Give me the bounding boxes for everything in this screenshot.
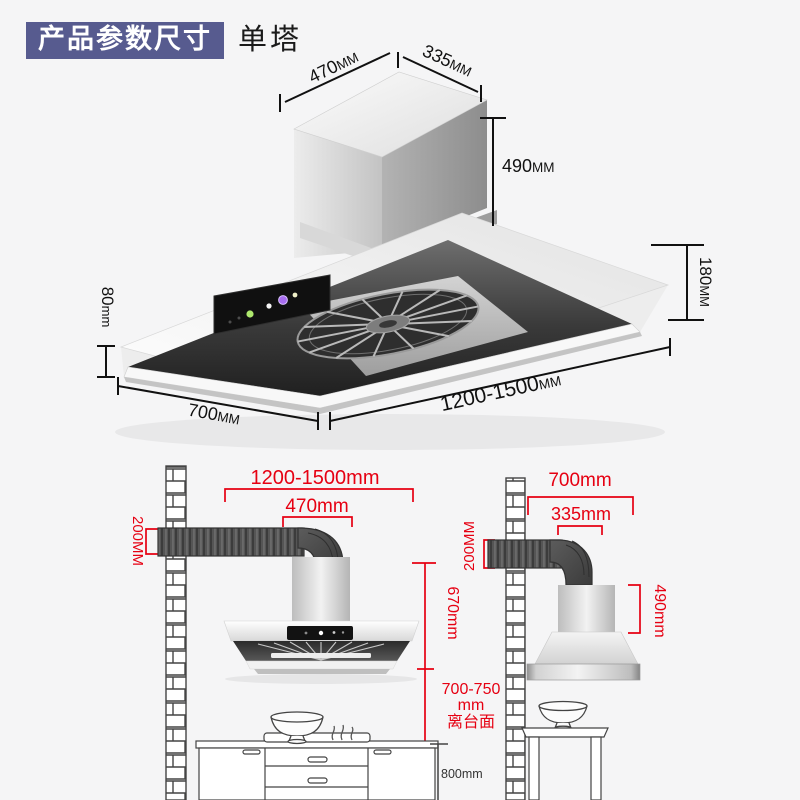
front-red-dimensions <box>145 488 436 741</box>
side-duct-label: 200MM <box>461 521 478 571</box>
dim-body-height-label: 180MM <box>696 257 715 307</box>
exhaust-duct <box>157 527 305 557</box>
brick-column-side <box>505 477 526 800</box>
front-duct-label: 200MM <box>129 516 146 566</box>
install-side-view: 700mm 335mm 200MM 490mm <box>461 470 668 800</box>
door-handle-right <box>373 749 392 755</box>
hood-chimney-front <box>292 557 350 621</box>
counter-height-label: 800mm <box>441 767 483 781</box>
panel-light-green <box>246 310 254 318</box>
kitchen-counter <box>195 740 439 800</box>
dimension-lines-black <box>97 52 704 430</box>
front-clearance-unit: mm <box>458 697 485 714</box>
wok-side <box>538 700 588 731</box>
hood-side-view <box>526 585 641 681</box>
wok-front <box>270 711 324 745</box>
dim-chimney-height-label: 490MM <box>502 156 555 176</box>
panel-light-amber <box>292 292 298 298</box>
side-hood-depth-label: 335mm <box>551 504 611 524</box>
title-block: 产品参数尺寸 单塔 <box>26 22 302 59</box>
front-clearance-note: 离台面 <box>447 713 495 731</box>
panel-light-purple <box>278 295 288 305</box>
burner-flame <box>331 724 354 741</box>
panel-light-white <box>266 303 272 309</box>
door-handle-left <box>242 749 261 755</box>
hood-front-view <box>223 620 420 684</box>
dim-top-width-label: 470MM <box>305 46 361 87</box>
model-name: 单塔 <box>238 24 303 56</box>
drawer-handle-1 <box>307 756 328 763</box>
front-clearance-value: 700-750 <box>442 681 501 698</box>
side-table <box>521 727 609 800</box>
front-hood-width-label: 470mm <box>285 496 348 517</box>
fan-turbine <box>296 288 480 360</box>
product-render: 470MM 335MM 490MM 180MM 80mm 700MM 1200-… <box>97 41 715 450</box>
chimney-top-face <box>293 71 488 158</box>
side-chimney-height-label: 490mm <box>651 584 668 637</box>
hood-bottom-lip <box>124 332 642 414</box>
counter-height-dimension <box>430 743 448 800</box>
side-depth-label: 700mm <box>548 470 611 491</box>
dim-edge-height-label: 80mm <box>98 287 117 328</box>
front-width-range-label: 1200-1500mm <box>251 467 380 489</box>
install-front-view: 1200-1500mm 470mm 200MM 670mm 700-750 mm… <box>129 465 501 800</box>
drawer-handle-2 <box>307 777 328 784</box>
front-drop-label: 670mm <box>444 586 461 639</box>
chimney-right-face <box>382 100 487 250</box>
brick-column <box>165 465 187 800</box>
chimney-left-face <box>294 129 382 258</box>
dim-top-depth-label: 335MM <box>419 41 475 81</box>
title-badge: 产品参数尺寸 <box>26 22 224 59</box>
product-shadow <box>115 414 665 450</box>
control-panel <box>213 274 331 335</box>
stove-platform <box>263 732 371 743</box>
